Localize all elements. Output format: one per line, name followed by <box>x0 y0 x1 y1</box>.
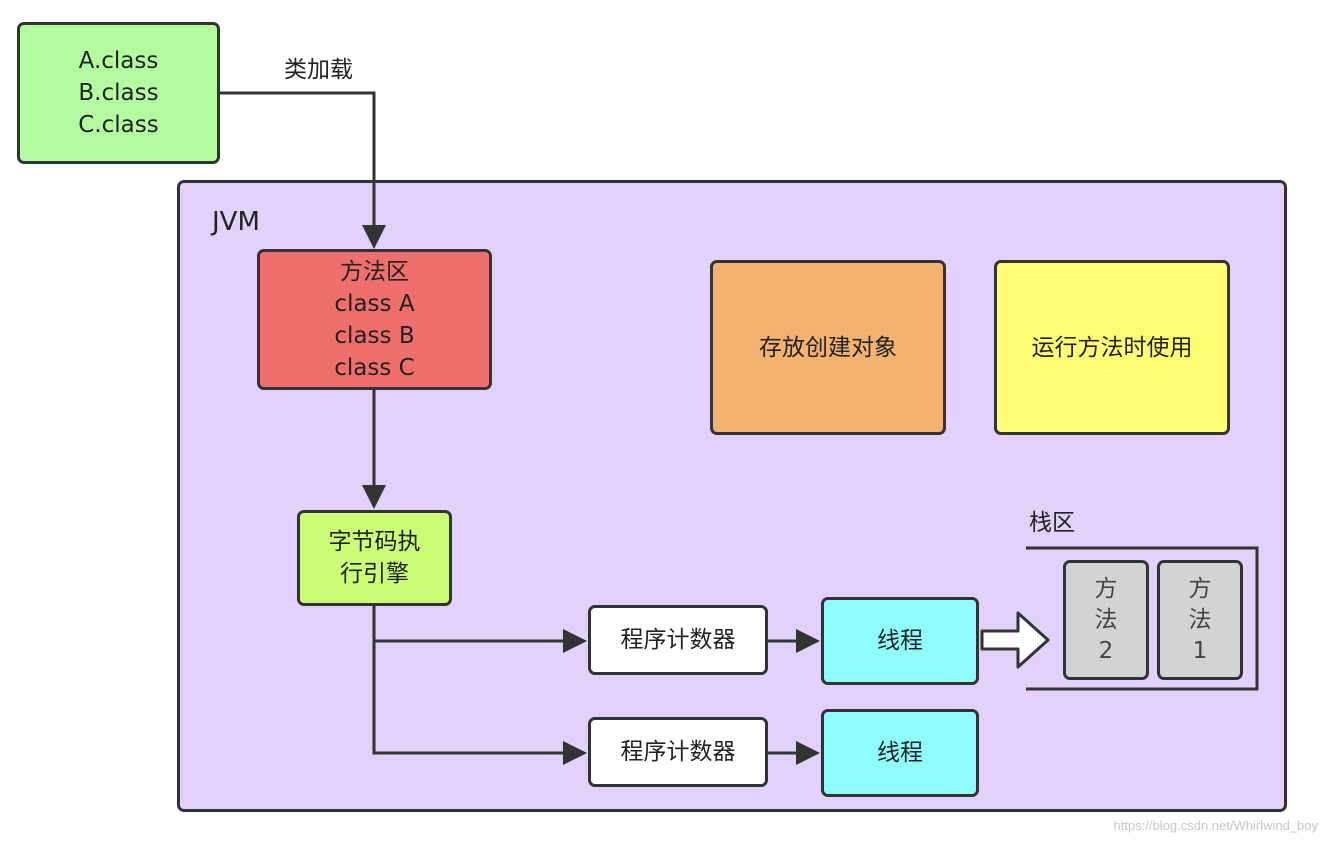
stack-frame-1: 方 法 1 <box>1157 560 1243 680</box>
program-counter-label-1: 程序计数器 <box>620 627 736 653</box>
stack-frame-2-line-3: 2 <box>1098 637 1114 664</box>
method-area-title: 方法区 <box>340 258 409 285</box>
class-loading-label: 类加载 <box>284 57 353 83</box>
stack-area-label: 栈区 <box>1029 510 1075 536</box>
class-files-box: A.class B.class C.class <box>17 22 220 164</box>
class-file-c: C.class <box>78 112 159 138</box>
heap-label: 存放创建对象 <box>759 334 897 361</box>
runtime-label: 运行方法时使用 <box>1031 334 1193 361</box>
runtime-box: 运行方法时使用 <box>994 260 1230 435</box>
stack-frame-1-line-2: 法 <box>1188 606 1212 633</box>
class-loading-arrow <box>220 91 386 249</box>
heap-box: 存放创建对象 <box>710 260 946 435</box>
thread-label-1: 线程 <box>877 628 923 654</box>
program-counter-box-2: 程序计数器 <box>588 717 768 787</box>
execution-engine-line-2: 行引擎 <box>340 561 409 587</box>
stack-area-bracket <box>1026 546 1259 691</box>
stack-frame-1-line-3: 1 <box>1192 637 1208 664</box>
thread-label-2: 线程 <box>877 740 923 766</box>
thread-to-stack-arrow <box>980 611 1050 669</box>
class-file-b: B.class <box>78 80 159 106</box>
jvm-label: JVM <box>212 207 260 237</box>
execution-engine-box: 字节码执 行引擎 <box>297 510 452 606</box>
method-area-class-c: class C <box>334 354 415 381</box>
method-area-box: 方法区 class A class B class C <box>257 249 492 390</box>
engine-to-counter-2-arrow <box>372 641 587 765</box>
stack-frame-1-line-1: 方 <box>1188 575 1212 602</box>
stack-frame-2: 方 法 2 <box>1063 560 1149 680</box>
stack-frame-2-line-2: 法 <box>1094 606 1118 633</box>
program-counter-label-2: 程序计数器 <box>620 739 736 765</box>
engine-to-counter-1-arrow <box>372 606 587 653</box>
watermark: https://blog.csdn.net/Whirlwind_boy <box>1113 818 1319 833</box>
thread-box-1: 线程 <box>821 597 979 685</box>
method-area-class-b: class B <box>334 322 415 349</box>
thread-box-2: 线程 <box>821 709 979 797</box>
execution-engine-line-1: 字节码执 <box>328 529 421 555</box>
program-counter-box-1: 程序计数器 <box>588 605 768 675</box>
stack-frame-2-line-1: 方 <box>1094 575 1118 602</box>
method-area-class-a: class A <box>334 290 415 317</box>
class-file-a: A.class <box>78 48 159 74</box>
